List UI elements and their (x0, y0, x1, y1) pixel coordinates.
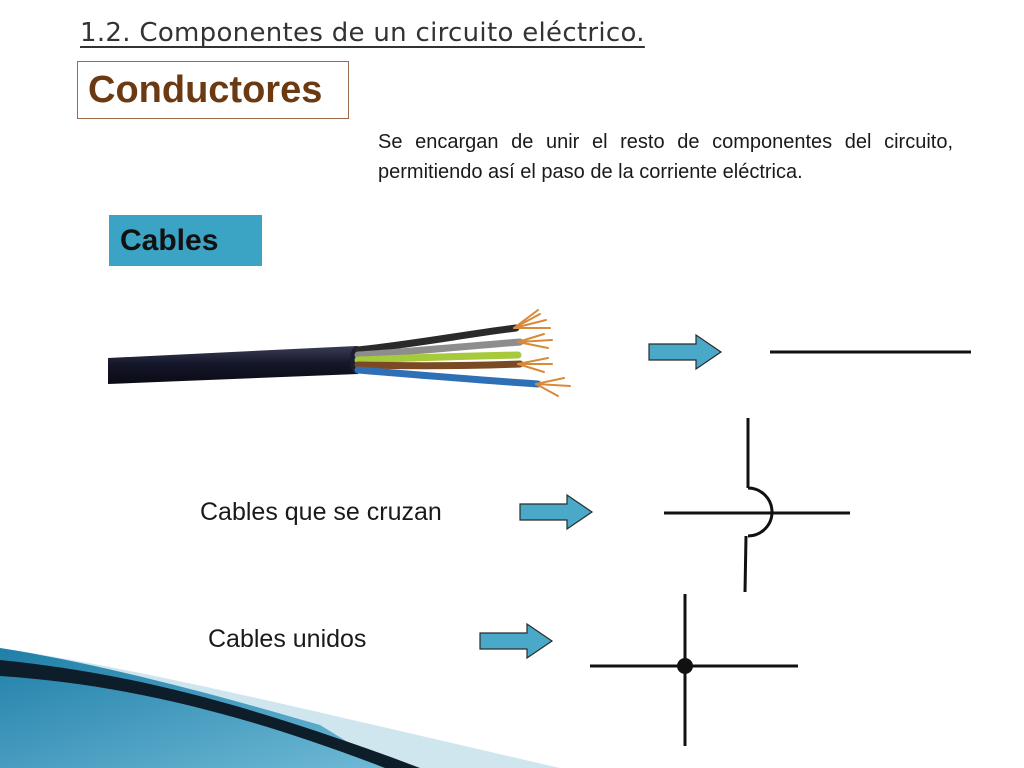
slide-title: 1.2. Componentes de un circuito eléctric… (80, 18, 645, 48)
section-title-box: Conductores (77, 61, 349, 119)
green-yellow-wire (354, 351, 522, 364)
arrow-right-icon (648, 333, 723, 371)
blue-wire (354, 366, 542, 388)
joined-wires-label: Cables unidos (208, 625, 367, 653)
junction-dot (677, 658, 693, 674)
joined-wires-symbol-icon (590, 594, 798, 746)
description-text: Se encargan de unir el resto de componen… (378, 131, 953, 183)
cable-illustration (108, 309, 571, 397)
cable-sheath (108, 346, 358, 384)
brown-wire (354, 360, 524, 370)
gray-wire (354, 338, 524, 359)
wire-symbol-icon (770, 350, 971, 354)
arrow-right-icon (479, 622, 554, 660)
crossing-wires-symbol-icon (664, 418, 850, 593)
wave-dark-stripe (0, 660, 420, 768)
arrow-right-icon (519, 493, 594, 531)
copper-strands (513, 309, 571, 397)
cables-label: Cables (109, 215, 262, 266)
crossing-wires-label: Cables que se cruzan (200, 498, 442, 526)
wave-blue-band (0, 648, 390, 768)
section-title: Conductores (88, 68, 323, 111)
black-wire (354, 324, 520, 354)
cables-label-text: Cables (120, 223, 219, 257)
